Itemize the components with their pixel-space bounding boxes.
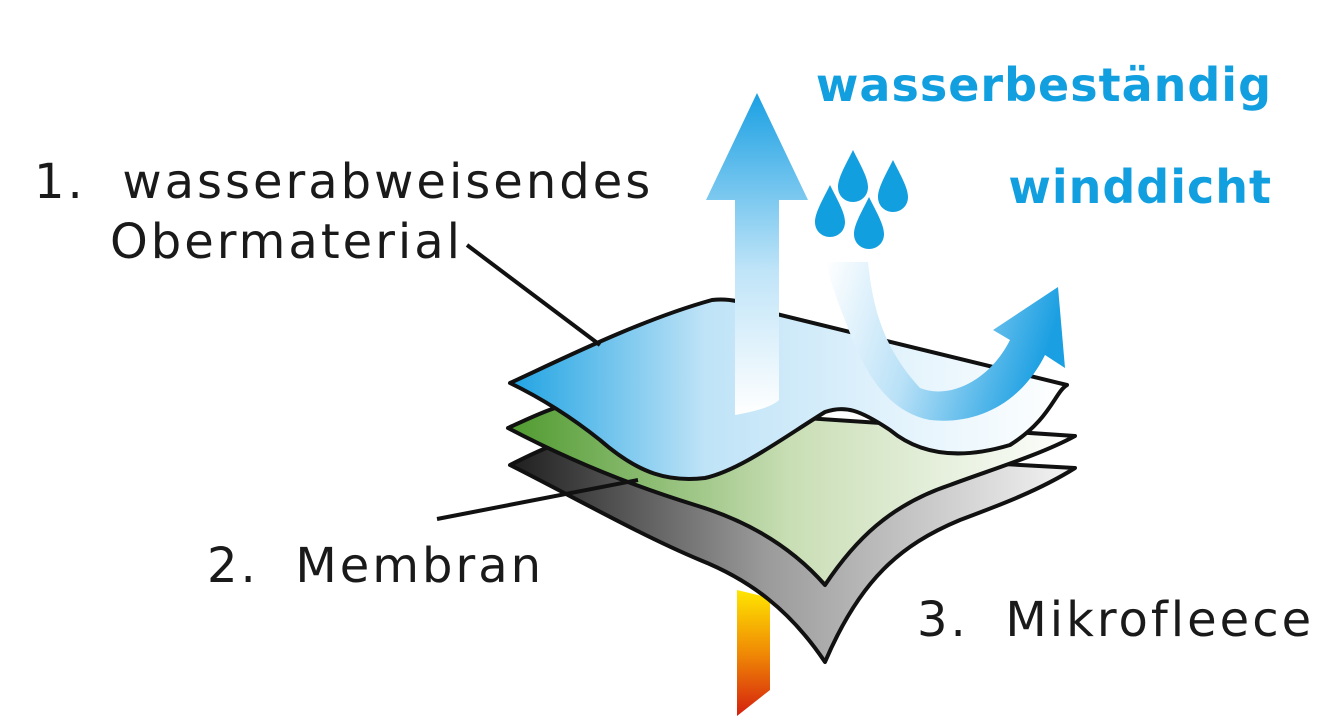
leader-line-obermaterial	[465, 243, 602, 347]
wind-arrow-icon	[826, 262, 1065, 421]
label-wasserbestaendig: wasserbeständig	[816, 58, 1272, 112]
label-layer2: 2. Membran	[207, 538, 544, 594]
label-layer1-line1: 1. wasserabweisendes	[34, 154, 653, 210]
leader-line-membran	[436, 478, 639, 521]
raindrops-icon	[815, 150, 908, 249]
vapor-arrow-up-icon	[706, 93, 808, 415]
label-layer3: 3. Mikrofleece	[917, 592, 1314, 648]
label-winddicht: winddicht	[1008, 160, 1272, 214]
body-heat-arrow-icon	[737, 590, 770, 716]
layer-obermaterial	[508, 297, 1069, 481]
label-layer1-line2: Obermaterial	[110, 214, 463, 270]
